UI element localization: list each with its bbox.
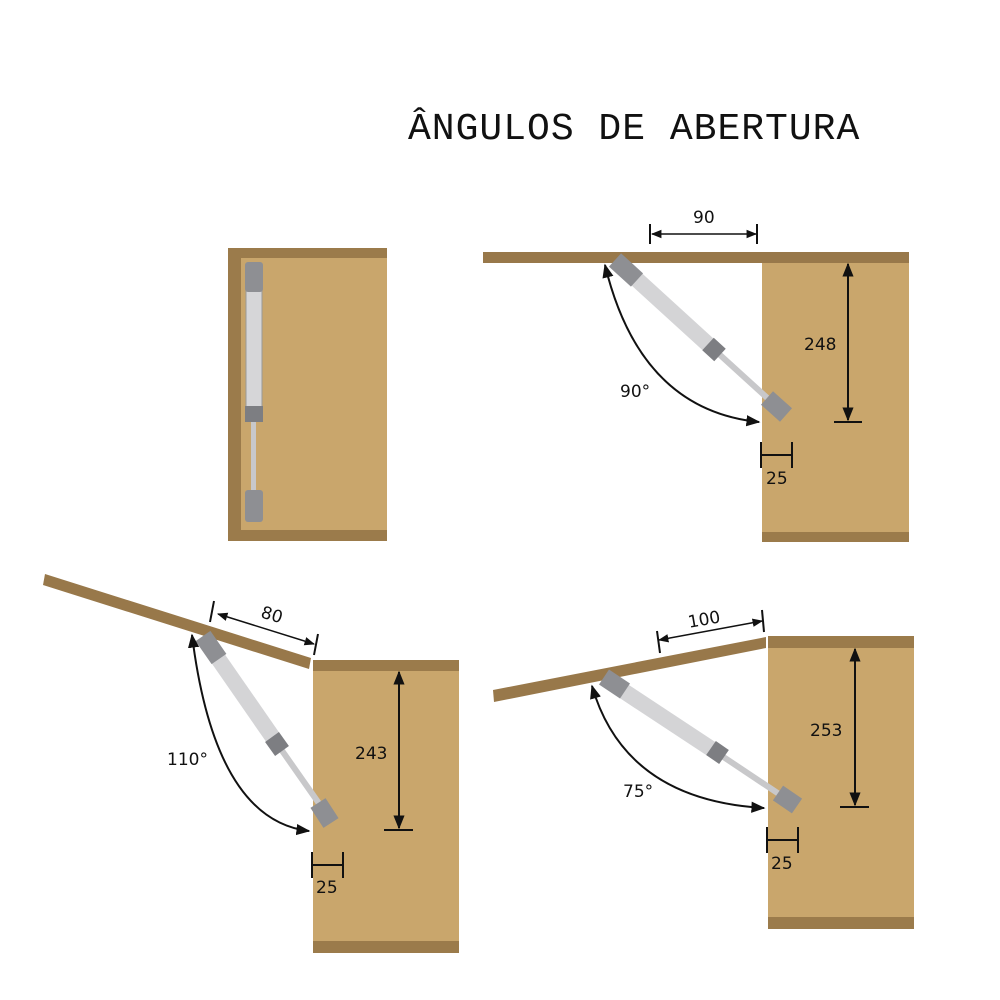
dim-height-label: 243 — [355, 744, 387, 764]
cabinet-top — [313, 660, 459, 671]
angle-label: 90° — [620, 382, 650, 402]
angle-arc — [188, 633, 311, 836]
cabinet-body — [768, 636, 914, 929]
dim-height-label: 253 — [810, 721, 842, 741]
door-panel — [483, 252, 909, 263]
cabinet-bottom — [313, 941, 459, 953]
gas-strut-icon — [245, 262, 263, 522]
cabinet-interior — [241, 258, 387, 530]
dim-top-label: 90 — [693, 208, 715, 228]
dim-side-label: 25 — [316, 878, 338, 898]
diagram-open-110: 110° 80 243 25 — [43, 574, 459, 953]
gas-strut-icon — [195, 630, 339, 828]
cabinet-top — [768, 636, 914, 648]
dim-side-label: 25 — [771, 854, 793, 874]
dim-height-label: 248 — [804, 335, 836, 355]
diagram-open-75: 75° 100 253 25 — [493, 607, 914, 929]
page-title: ÂNGULOS DE ABERTURA — [408, 108, 861, 151]
dim-top-label: 80 — [258, 603, 285, 628]
door-panel — [493, 637, 766, 702]
dim-top — [657, 618, 764, 643]
cabinet-bottom — [768, 917, 914, 929]
angle-label: 110° — [167, 750, 208, 770]
angle-arc — [602, 263, 761, 427]
angle-arc — [590, 684, 766, 813]
angle-label: 75° — [623, 782, 653, 802]
dim-side-label: 25 — [766, 469, 788, 489]
cabinet-body — [762, 252, 909, 542]
cabinet-bottom — [762, 532, 909, 542]
diagram-open-90: 90° 90 248 25 — [483, 208, 909, 542]
cabinet-body — [313, 660, 459, 953]
dim-top — [216, 612, 316, 646]
diagram-closed — [228, 248, 387, 541]
